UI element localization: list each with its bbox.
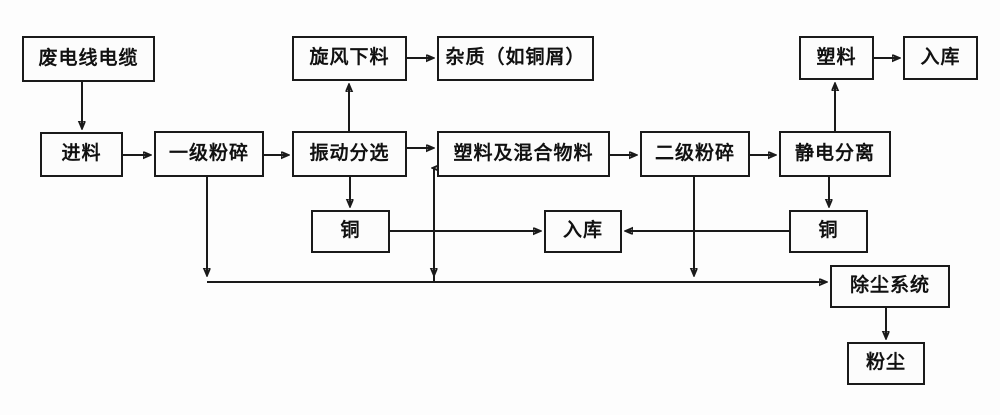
node-warehouse-mid[interactable]: 入库 [544, 210, 622, 253]
node-copper-right-label: 铜 [818, 219, 839, 241]
node-dust-system-label: 除尘系统 [849, 274, 930, 296]
node-impurities[interactable]: 杂质（如铜屑） [437, 36, 594, 81]
node-feeding-label: 进料 [61, 142, 102, 164]
node-feeding[interactable]: 进料 [40, 132, 123, 177]
edge-vibration-feedback-to-plastic-mixed [433, 168, 434, 283]
node-electrostatic-separation-label: 静电分离 [794, 141, 875, 164]
node-secondary-crusher[interactable]: 二级粉碎 [640, 131, 750, 177]
node-dust-system[interactable]: 除尘系统 [830, 265, 950, 308]
node-copper-left[interactable]: 铜 [311, 210, 390, 253]
node-cyclone-discharge-label: 旋风下料 [309, 46, 390, 68]
node-cyclone-discharge[interactable]: 旋风下料 [292, 36, 407, 81]
node-waste-cable-label: 废电线电缆 [38, 46, 139, 69]
node-copper-right[interactable]: 铜 [789, 210, 868, 253]
node-vibration-sorting[interactable]: 振动分选 [292, 131, 407, 177]
node-copper-left-label: 铜 [340, 219, 361, 241]
node-secondary-crusher-label: 二级粉碎 [654, 141, 735, 164]
node-plastic-mixed-label: 塑料及混合物料 [453, 141, 594, 164]
node-plastic[interactable]: 塑料 [799, 36, 874, 80]
node-impurities-label: 杂质（如铜屑） [445, 46, 586, 68]
node-warehouse-top-label: 入库 [920, 45, 961, 68]
node-warehouse-top[interactable]: 入库 [903, 36, 978, 80]
node-dust-label: 粉尘 [865, 351, 906, 373]
node-dust[interactable]: 粉尘 [847, 342, 925, 385]
node-primary-crusher-label: 一级粉碎 [168, 141, 249, 164]
node-electrostatic-separation[interactable]: 静电分离 [779, 131, 891, 177]
node-plastic-label: 塑料 [816, 45, 857, 68]
node-primary-crusher[interactable]: 一级粉碎 [154, 131, 264, 177]
node-vibration-sorting-label: 振动分选 [309, 141, 390, 164]
node-waste-cable[interactable]: 废电线电缆 [22, 36, 155, 82]
node-warehouse-mid-label: 入库 [562, 219, 603, 241]
node-plastic-mixed[interactable]: 塑料及混合物料 [437, 131, 610, 177]
